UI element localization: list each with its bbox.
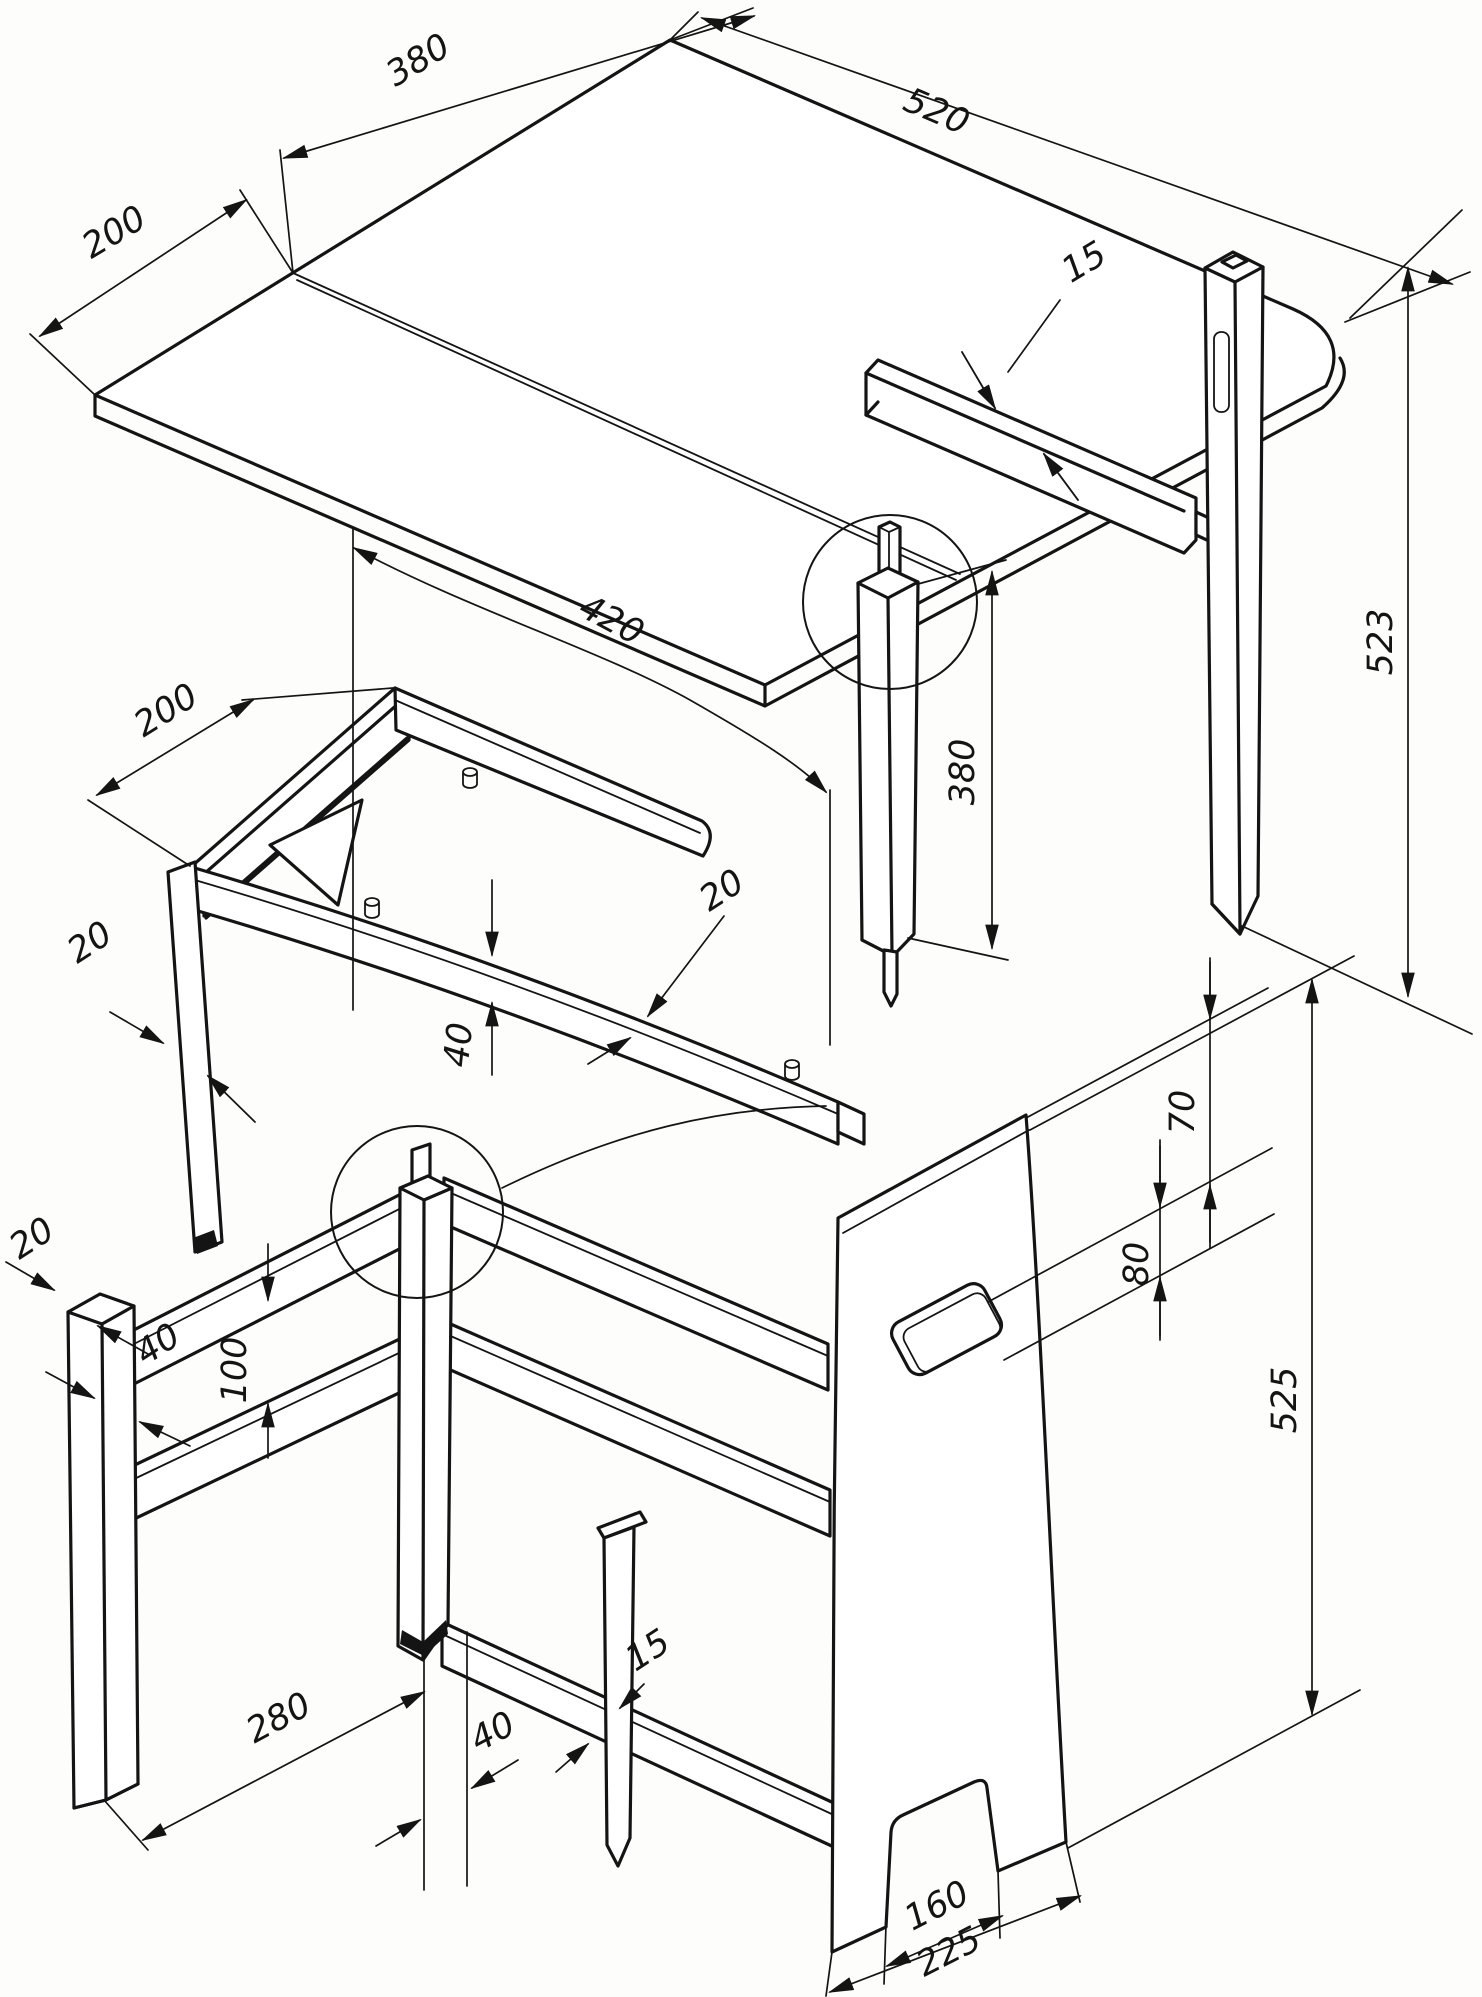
lower-assembly [66,1142,838,1868]
rear-left-leg [856,520,920,1008]
dim-top-leaf-width: 200 [75,198,153,267]
dim-front-leg-thickness: 20 [2,1210,61,1268]
dim-hole-top-offset: 70 [1163,1090,1203,1135]
dim-rear-leg-length: 380 [943,739,983,806]
dim-frame-leg-thickness: 20 [60,914,119,972]
dim-rail-spacing: 100 [215,1337,255,1404]
leaf-fold-line [292,272,961,581]
drawer-frame [166,686,866,1254]
dim-frame-rail-thickness: 20 [692,862,751,920]
rail-tenon [836,1100,866,1146]
dim-top-depth: 520 [898,80,975,143]
frame-leg [166,860,224,1254]
leg-mortise-slot [1213,331,1230,413]
dim-panel-height: 525 [1265,1367,1305,1434]
dimension-lines [5,7,1473,1997]
dim-assembly-height: 523 [1361,609,1401,676]
front-left-leg [66,1292,140,1810]
leader-arc [501,1105,827,1189]
dim-hole-height: 80 [1117,1242,1157,1287]
leg-bottom-pin [882,948,899,1008]
rear-right-leg [1203,250,1265,936]
dim-leg-spacing: 280 [240,1685,318,1752]
middle-leg [396,1142,454,1662]
dim-frame-cross-rail: 200 [127,676,205,745]
dim-top-main-width: 380 [379,26,457,95]
detail-circle-bottom-joint [330,1125,504,1299]
panel-handle-hole [889,1282,1004,1377]
corner-gusset [268,798,364,907]
tabletop [93,38,1346,708]
edge-strip [864,358,1222,555]
dim-frame-rail-height: 40 [437,1021,481,1069]
dim-mid-leg-width: 40 [464,1704,522,1760]
side-panel [830,1113,1068,1954]
